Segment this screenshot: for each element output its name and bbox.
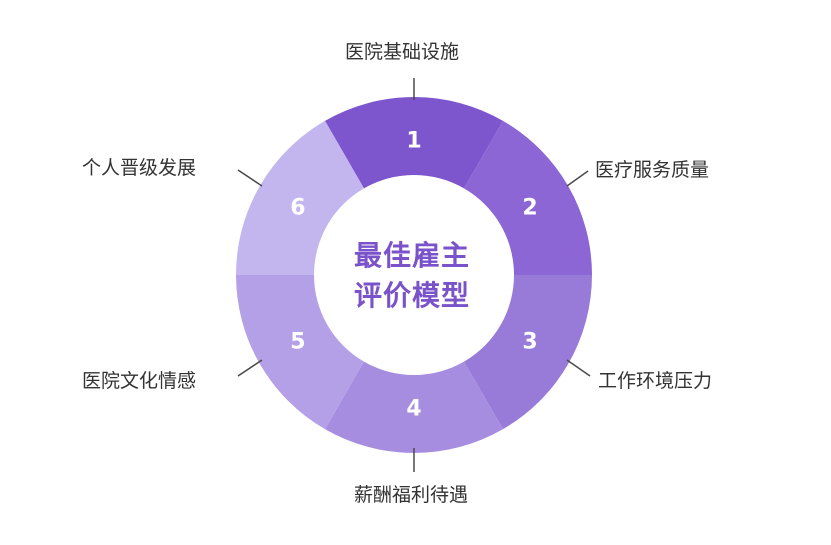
segment-5	[236, 275, 364, 430]
segment-number-4: 4	[406, 397, 421, 422]
segment-number-2: 2	[522, 196, 537, 221]
segment-2	[464, 120, 592, 275]
segment-number-1: 1	[406, 129, 421, 154]
label-infrastructure: 医院基础设施	[345, 41, 460, 63]
segment-4	[325, 361, 503, 453]
leader-line-3	[566, 359, 591, 377]
leader-line-5	[237, 359, 263, 377]
segment-1	[325, 97, 503, 189]
label-work-environment: 工作环境压力	[598, 370, 713, 392]
label-service-quality: 医疗服务质量	[595, 159, 710, 181]
label-career-growth: 个人晋级发展	[82, 157, 197, 179]
segment-ring	[236, 97, 592, 453]
center-title-line-1: 最佳雇主	[353, 239, 470, 272]
center-title: 最佳雇主 评价模型	[322, 236, 502, 316]
segment-number-5: 5	[290, 330, 305, 355]
leader-line-6	[237, 169, 263, 187]
center-title-line-2: 评价模型	[353, 279, 470, 312]
leader-line-2	[566, 170, 589, 187]
label-compensation: 薪酬福利待遇	[354, 484, 469, 506]
segment-number-3: 3	[522, 330, 537, 355]
segment-3	[464, 275, 592, 430]
leader-lines	[237, 78, 591, 472]
segment-numbers: 1 2 3 4 5 6	[290, 129, 537, 422]
segment-6	[236, 120, 364, 275]
segment-number-6: 6	[290, 196, 305, 221]
label-culture: 医院文化情感	[82, 370, 197, 392]
